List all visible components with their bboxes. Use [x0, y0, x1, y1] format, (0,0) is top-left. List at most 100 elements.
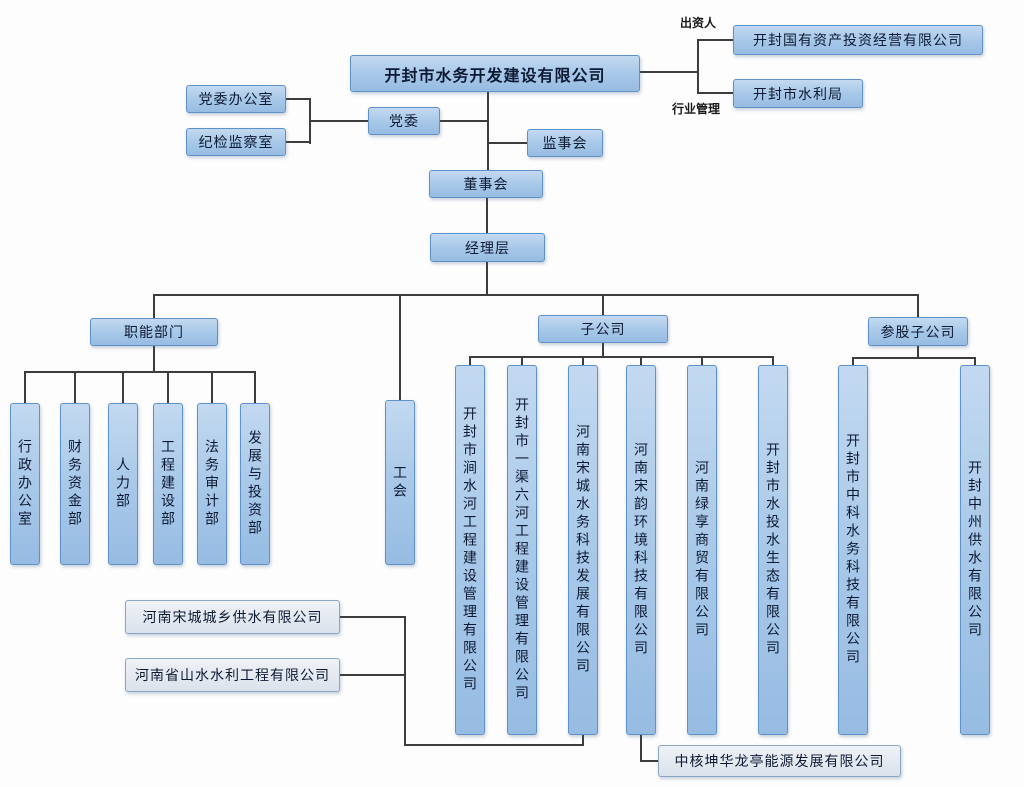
investor-company-box: 开封国有资产投资经营有限公司: [733, 25, 983, 55]
connector-line: [974, 357, 976, 366]
connector-line: [469, 356, 471, 366]
connector-line: [440, 120, 488, 122]
connector-line: [254, 371, 256, 403]
dept-label: 财务资金部: [67, 439, 83, 529]
discipline-office-label: 纪检监察室: [198, 134, 274, 150]
connector-line: [582, 356, 584, 366]
connector-line: [469, 356, 774, 358]
connector-line: [74, 371, 76, 403]
dept-label: 发展与投资部: [247, 430, 263, 538]
party-committee-label: 党委: [389, 113, 419, 129]
connector-line: [852, 357, 854, 366]
subsidiary-label: 开封市一渠六河工程建设管理有限公司: [514, 397, 530, 703]
connector-line: [399, 294, 401, 400]
subsidiary-label: 河南宋城水务科技发展有限公司: [575, 424, 591, 676]
subsidiary-box-jianshuihe: 开封市涧水河工程建设管理有限公司: [455, 365, 485, 735]
connector-line: [340, 616, 406, 618]
connector-line: [640, 760, 658, 762]
second-tier-box-zhonghe-kunhua: 中核坤华龙亭能源发展有限公司: [658, 745, 901, 777]
connector-line: [167, 371, 169, 403]
participating-subsidiaries-box: 参股子公司: [868, 317, 968, 346]
dept-label: 工程建设部: [160, 439, 176, 529]
management-layer-label: 经理层: [465, 239, 510, 256]
connector-line: [340, 674, 406, 676]
subsidiary-box-shuitou-shuishengtai: 开封市水投水生态有限公司: [758, 365, 788, 735]
connector-line: [24, 371, 256, 373]
subsidiary-label: 开封市涧水河工程建设管理有限公司: [462, 406, 478, 694]
subsidiary-label: 河南宋韵环境科技有限公司: [633, 442, 649, 658]
connector-line: [602, 294, 604, 315]
participating-label: 开封中州供水有限公司: [967, 460, 983, 640]
labor-union-box: 工会: [385, 400, 415, 565]
second-tier-label: 河南宋城城乡供水有限公司: [142, 609, 323, 625]
subsidiary-box-songyun-huanjing: 河南宋韵环境科技有限公司: [626, 365, 656, 735]
industry-management-label: 行业管理: [672, 102, 721, 116]
industry-regulator-label: 开封市水利局: [753, 85, 843, 102]
connector-line: [309, 120, 368, 122]
industry-regulator-box: 开封市水利局: [733, 79, 863, 108]
dept-label: 人力部: [115, 457, 131, 511]
connector-line: [122, 371, 124, 403]
connector-line: [487, 91, 489, 170]
board-of-directors-box: 董事会: [429, 170, 543, 198]
board-of-directors-label: 董事会: [463, 176, 509, 192]
second-tier-label: 中核坤华龙亭能源发展有限公司: [674, 753, 885, 769]
investor-company-label: 开封国有资产投资经营有限公司: [753, 32, 963, 48]
connector-line: [488, 142, 527, 144]
subsidiary-label: 河南绿享商贸有限公司: [694, 460, 710, 640]
participating-label: 开封市中科水务科技有限公司: [845, 433, 861, 667]
second-tier-label: 河南省山水水利工程有限公司: [135, 667, 330, 683]
connector-line: [640, 356, 642, 366]
dept-box-finance: 财务资金部: [60, 403, 90, 565]
participating-box-zhongzhou-gongshui: 开封中州供水有限公司: [960, 365, 990, 735]
connector-line: [24, 371, 26, 403]
connector-line: [772, 356, 774, 366]
connector-line: [917, 346, 919, 359]
connector-line: [697, 39, 699, 94]
participating-box-zhongke-shuiwu: 开封市中科水务科技有限公司: [838, 365, 868, 735]
connector-line: [153, 346, 155, 373]
connector-line: [521, 356, 523, 366]
connector-line: [701, 356, 703, 366]
dept-box-engineering: 工程建设部: [153, 403, 183, 565]
subsidiaries-box: 子公司: [538, 315, 668, 343]
connector-line: [697, 39, 733, 41]
connector-line: [486, 198, 488, 233]
party-office-box: 党委办公室: [186, 85, 286, 113]
dept-box-administrative-office: 行政办公室: [10, 403, 40, 565]
dept-box-development-investment: 发展与投资部: [240, 403, 270, 565]
connector-line: [286, 141, 311, 143]
dept-box-legal-audit: 法务审计部: [197, 403, 227, 565]
connector-line: [917, 294, 919, 317]
connector-line: [153, 294, 919, 296]
connector-line: [602, 343, 604, 358]
dept-label: 行政办公室: [17, 439, 33, 529]
main-company-label: 开封市水务开发建设有限公司: [384, 67, 606, 85]
connector-line: [582, 735, 584, 746]
connector-line: [153, 294, 155, 318]
connector-line: [640, 735, 642, 762]
party-committee-box: 党委: [368, 107, 440, 135]
connector-line: [640, 71, 698, 73]
subsidiaries-label: 子公司: [580, 321, 626, 337]
connector-line: [404, 616, 406, 746]
connector-line: [404, 744, 584, 746]
supervisory-board-box: 监事会: [527, 129, 603, 157]
connector-line: [486, 262, 488, 296]
connector-line: [211, 371, 213, 403]
discipline-office-box: 纪检监察室: [186, 128, 286, 156]
subsidiary-box-lvxiang-shangmao: 河南绿享商贸有限公司: [687, 365, 717, 735]
dept-label: 法务审计部: [204, 439, 220, 529]
dept-box-hr: 人力部: [108, 403, 138, 565]
party-office-label: 党委办公室: [198, 91, 274, 107]
management-layer-box: 经理层: [430, 233, 545, 262]
functional-departments-box: 职能部门: [90, 318, 218, 346]
investor-label: 出资人: [680, 16, 717, 30]
connector-line: [852, 357, 976, 359]
subsidiary-box-yiquliuhe: 开封市一渠六河工程建设管理有限公司: [507, 365, 537, 735]
subsidiary-box-songcheng-shuiwu: 河南宋城水务科技发展有限公司: [568, 365, 598, 735]
supervisory-board-label: 监事会: [542, 135, 588, 151]
subsidiary-label: 开封市水投水生态有限公司: [765, 442, 781, 658]
functional-departments-label: 职能部门: [124, 324, 184, 340]
